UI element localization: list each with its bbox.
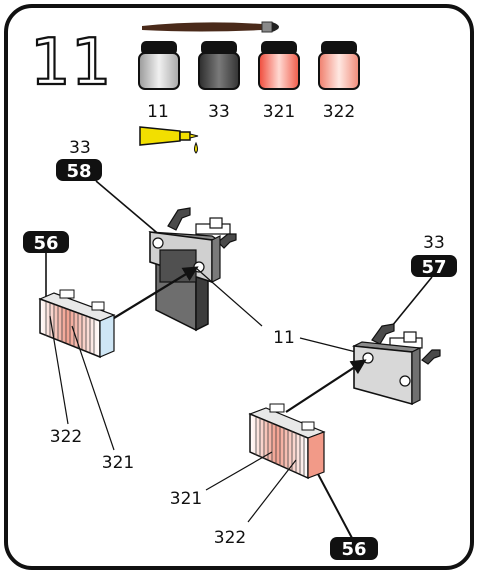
right-panel xyxy=(248,403,326,480)
svg-text:58: 58 xyxy=(66,161,91,182)
leader-57 xyxy=(391,276,433,327)
paint-jar-33 xyxy=(198,41,240,90)
left-panel xyxy=(38,289,116,359)
paint-code-4: 322 xyxy=(323,102,355,122)
frame xyxy=(4,4,474,570)
leader-58 xyxy=(95,180,163,238)
svg-text:56: 56 xyxy=(341,539,366,560)
paint-jar-321 xyxy=(258,41,300,90)
left-panel-paint-b: 321 xyxy=(102,453,134,473)
hole-paint-label: 11 xyxy=(273,328,295,348)
step-number: 11 xyxy=(30,26,111,100)
assembly-arrow-left xyxy=(113,266,199,319)
right-bracket xyxy=(351,323,441,406)
leader-11-left xyxy=(195,267,263,327)
right-panel-paint-a: 321 xyxy=(170,489,202,509)
leader-322-left xyxy=(49,315,69,425)
paint-code-1: 11 xyxy=(147,102,169,122)
assembly-arrow-right xyxy=(285,359,367,413)
leader-321-right xyxy=(205,451,273,491)
paint-code-3: 321 xyxy=(263,102,295,122)
svg-text:57: 57 xyxy=(421,257,446,278)
left-bracket-paint-label: 33 xyxy=(69,138,91,158)
leader-321-left xyxy=(71,325,115,451)
leader-56-right xyxy=(317,473,353,539)
right-panel-paint-b: 322 xyxy=(214,528,246,548)
svg-text:56: 56 xyxy=(33,233,58,254)
paint-brush-icon xyxy=(142,21,279,33)
part-badge-56-right: 56 xyxy=(330,537,378,560)
left-panel-paint-a: 322 xyxy=(50,427,82,447)
part-badge-57: 57 xyxy=(411,255,457,278)
paint-jar-11 xyxy=(138,41,180,90)
part-badge-58: 58 xyxy=(56,159,102,182)
leader-322-right xyxy=(247,459,297,523)
part-badge-56-left: 56 xyxy=(23,231,69,254)
glue-tube-icon xyxy=(139,126,199,154)
paint-code-2: 33 xyxy=(208,102,230,122)
right-bracket-paint-label: 33 xyxy=(423,233,445,253)
paint-jar-322 xyxy=(318,41,360,90)
